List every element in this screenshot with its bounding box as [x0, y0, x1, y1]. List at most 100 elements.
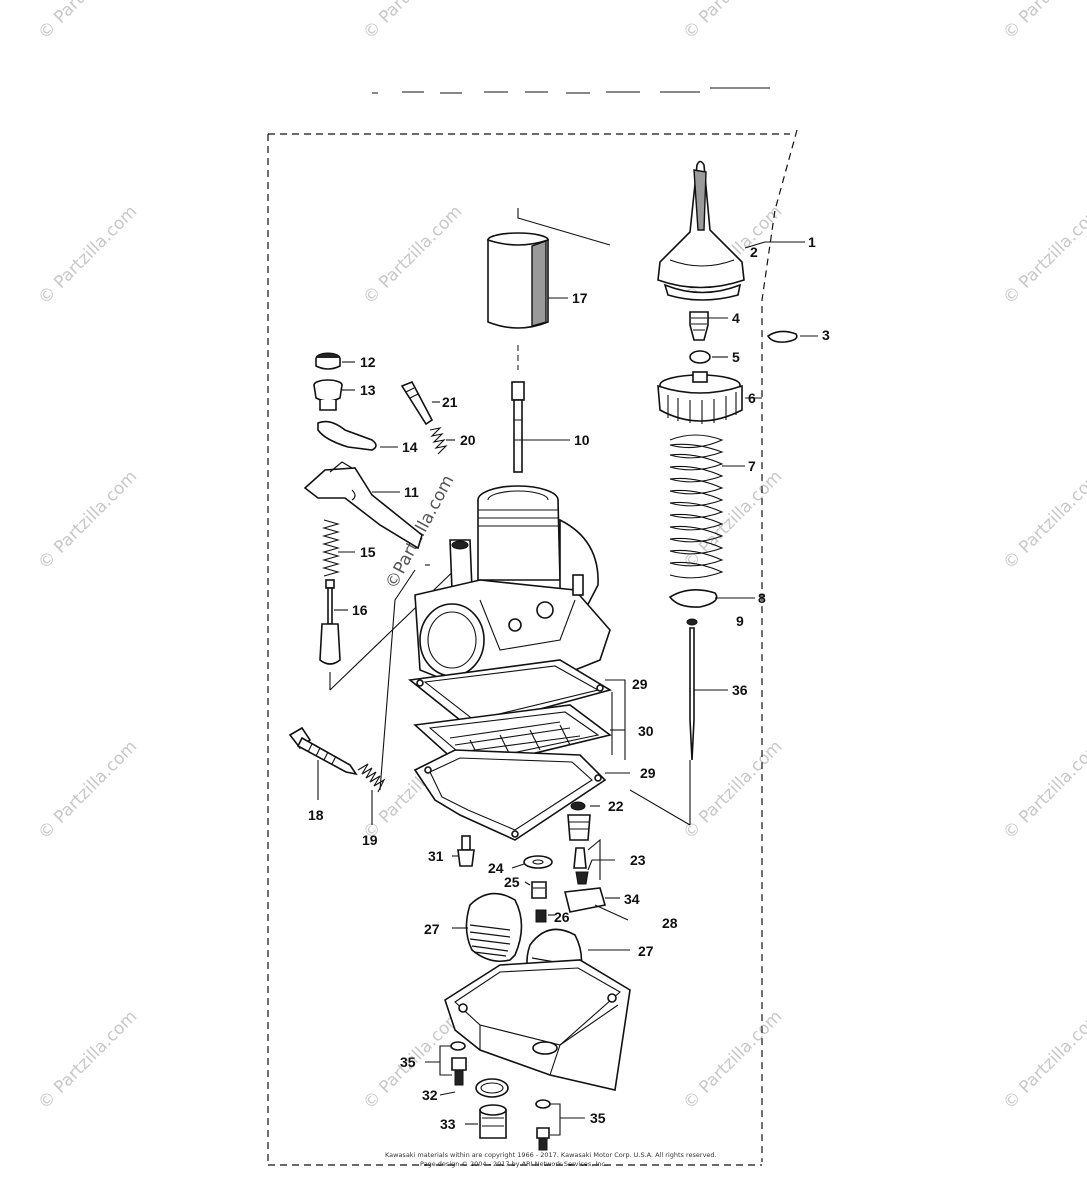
callout-7: 7	[748, 458, 756, 474]
callout-25: 25	[504, 874, 520, 890]
watermark: © Partzilla.com	[999, 737, 1087, 844]
nut-part-5	[689, 350, 711, 364]
watermark: © Partzilla.com	[999, 202, 1087, 309]
o-ring-inner	[480, 1082, 504, 1094]
spring-part-20	[429, 427, 448, 455]
mixing-chamber-cap-part-6	[657, 371, 743, 424]
callout-27-left: 27	[424, 921, 440, 937]
callout-10: 10	[574, 432, 590, 448]
watermark: © Partzilla.com	[999, 467, 1087, 574]
callout-34: 34	[624, 891, 640, 907]
watermark: © Partzilla.com	[34, 0, 141, 44]
callout-21: 21	[442, 394, 458, 410]
assembly-lines	[329, 208, 691, 826]
valve-seat-part-22	[567, 801, 591, 841]
carburetor-body	[414, 485, 611, 701]
callout-8: 8	[758, 590, 766, 606]
callout-35-upper: 35	[400, 1054, 416, 1070]
callout-27-right: 27	[638, 943, 654, 959]
callout-26: 26	[554, 909, 570, 925]
callout-6: 6	[748, 390, 756, 406]
callout-3: 3	[822, 327, 830, 343]
throttle-valve-part-17	[487, 232, 549, 329]
callout-1: 1	[808, 234, 816, 250]
clip-part-3	[766, 330, 798, 343]
plate-part-14	[317, 420, 377, 451]
header-rule	[372, 87, 770, 94]
diagram-frame	[267, 129, 798, 1166]
pin-part-28	[594, 904, 629, 921]
screw-part-32	[451, 1057, 467, 1086]
watermark: © Partzilla.com	[34, 202, 141, 309]
callout-23: 23	[630, 852, 646, 868]
spring-part-7	[669, 434, 724, 579]
watermark: © Partzilla.com	[999, 1007, 1087, 1114]
plunger-part-16	[319, 579, 341, 665]
float-part-27-left	[465, 892, 523, 963]
callout-29-upper: 29	[632, 676, 648, 692]
plunger-cap-part-13	[313, 379, 343, 411]
spring-part-19	[357, 763, 386, 793]
callout-17: 17	[572, 290, 588, 306]
callout-leaders	[317, 241, 818, 1136]
callout-33: 33	[440, 1116, 456, 1132]
callout-20: 20	[460, 432, 476, 448]
callout-5: 5	[732, 349, 740, 365]
watermark: © Partzilla.com	[679, 467, 786, 574]
spring-part-15	[321, 519, 341, 577]
washer-part-35-upper	[450, 1041, 466, 1051]
watermark: © Partzilla.com	[359, 202, 466, 309]
callout-30: 30	[638, 723, 654, 739]
callout-9: 9	[736, 613, 744, 629]
jet-needle-part-36	[689, 627, 695, 761]
callout-24: 24	[488, 860, 504, 876]
plate-part-8	[668, 589, 718, 608]
screw-part-21	[400, 380, 434, 426]
callout-4: 4	[732, 310, 740, 326]
float-arm-part-34	[564, 887, 607, 913]
gasket-part-29-lower	[413, 749, 607, 841]
callout-18: 18	[308, 807, 324, 823]
callout-36: 36	[732, 682, 748, 698]
watermark: © Partzilla.com	[34, 467, 141, 574]
top-cap-part-1	[657, 160, 745, 301]
watermark: © Partzilla.com	[679, 0, 786, 44]
callout-28: 28	[662, 915, 678, 931]
washer-part-24-hole	[532, 859, 544, 865]
screw-part-35-lower	[536, 1127, 550, 1151]
callout-15: 15	[360, 544, 376, 560]
copyright-line-2: Page design © 2004 - 2017 by ARI Network…	[420, 1160, 607, 1168]
jet-part-25	[531, 881, 547, 899]
callout-32: 32	[422, 1087, 438, 1103]
callout-35-lower: 35	[590, 1110, 606, 1126]
copyright-line-1: Kawasaki materials within are copyright …	[385, 1151, 717, 1159]
callout-13: 13	[360, 382, 376, 398]
watermark: © Partzilla.com	[34, 737, 141, 844]
callout-14: 14	[402, 439, 418, 455]
watermark: © Partzilla.com	[34, 1007, 141, 1114]
clip-part-9	[686, 618, 698, 626]
callout-11: 11	[404, 484, 419, 500]
needle-jet-part-10	[511, 381, 525, 473]
callout-labels: 1 2 3 4 5 6 7 8 9 36 17 10 12 13 21 20 1…	[308, 234, 830, 1132]
float-bowl	[444, 959, 631, 1091]
callout-16: 16	[352, 602, 368, 618]
jet-part-31	[457, 835, 475, 867]
float-valve-part-23	[573, 847, 589, 885]
callout-12: 12	[360, 354, 376, 370]
callout-29-lower: 29	[640, 765, 656, 781]
washer-part-35-lower	[535, 1099, 551, 1109]
o-ring	[475, 1078, 509, 1098]
jet-holder-part-26	[535, 909, 547, 923]
cap-part-12	[315, 352, 341, 370]
callout-31: 31	[428, 848, 444, 864]
watermark: © Partzilla.com	[679, 1007, 786, 1114]
washer-part-24	[523, 855, 553, 869]
lever-part-11	[303, 467, 423, 550]
copyright-footer: Kawasaki materials within are copyright …	[385, 1151, 717, 1168]
callout-2: 2	[750, 244, 758, 260]
watermark: © Partzilla.com	[999, 0, 1087, 44]
watermark: © Partzilla.com	[359, 0, 466, 44]
callout-19: 19	[362, 832, 378, 848]
